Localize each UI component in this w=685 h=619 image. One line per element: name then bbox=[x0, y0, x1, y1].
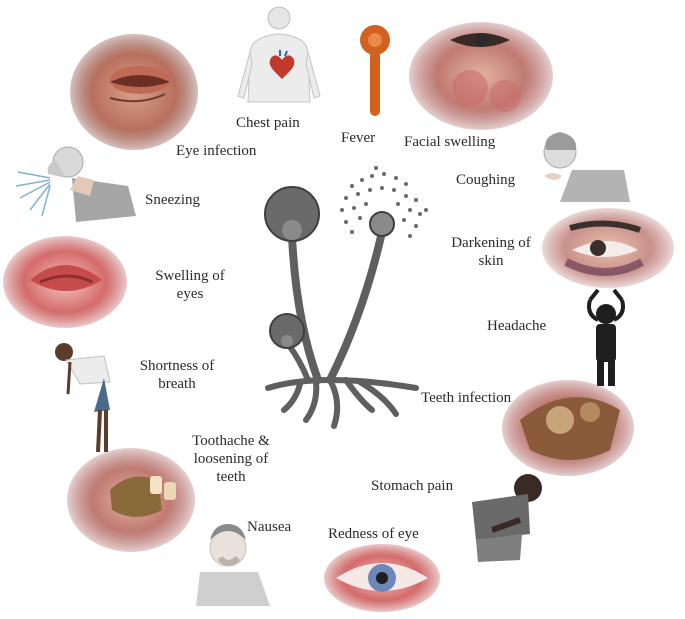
label-coughing: Coughing bbox=[456, 172, 516, 188]
red-eye-photo bbox=[324, 544, 440, 612]
label-toothache-line3: teeth bbox=[216, 469, 246, 485]
bent-over-person-icon bbox=[55, 343, 111, 453]
label-fever: Fever bbox=[341, 130, 376, 146]
label-headache: Headache bbox=[487, 318, 547, 334]
torso-heart-icon bbox=[237, 6, 321, 103]
label-sneezing: Sneezing bbox=[145, 192, 200, 208]
label-darkening-of-skin-line2: skin bbox=[478, 253, 504, 269]
label-darkening-of-skin-line1: Darkening of bbox=[451, 235, 531, 251]
mold-fungus-illustration bbox=[264, 166, 428, 429]
label-darkening-of-skin: Darkening of skin bbox=[444, 234, 538, 270]
loose-teeth-photo bbox=[67, 448, 195, 552]
swollen-eye-photo bbox=[70, 34, 198, 150]
label-swelling-of-eyes-line1: Swelling of bbox=[155, 268, 225, 284]
sneezing-person-icon bbox=[15, 146, 136, 222]
infected-teeth-photo bbox=[502, 380, 634, 476]
thermometer-icon bbox=[360, 25, 390, 116]
coughing-person-icon bbox=[543, 132, 630, 202]
label-nausea: Nausea bbox=[247, 519, 292, 535]
darkened-eye-photo bbox=[542, 208, 674, 288]
label-stomach-pain: Stomach pain bbox=[371, 478, 454, 494]
label-facial-swelling: Facial swelling bbox=[404, 134, 496, 150]
label-toothache: Toothache & loosening of teeth bbox=[184, 432, 278, 486]
stomach-pain-person-icon bbox=[472, 474, 542, 562]
label-shortness-of-breath: Shortness of breath bbox=[132, 357, 222, 393]
label-chest-pain: Chest pain bbox=[236, 115, 300, 131]
swollen-eyelid-photo bbox=[3, 236, 127, 328]
label-shortness-of-breath-line2: breath bbox=[158, 376, 196, 392]
label-swelling-of-eyes: Swelling of eyes bbox=[146, 267, 234, 303]
facial-swelling-photo bbox=[409, 22, 553, 130]
label-eye-infection: Eye infection bbox=[176, 143, 257, 159]
label-redness-of-eye: Redness of eye bbox=[328, 526, 419, 542]
label-swelling-of-eyes-line2: eyes bbox=[176, 286, 204, 302]
label-shortness-of-breath-line1: Shortness of bbox=[139, 358, 215, 374]
headache-person-icon bbox=[587, 288, 625, 386]
label-toothache-line1: Toothache & bbox=[192, 433, 270, 449]
label-toothache-line2: loosening of bbox=[193, 451, 269, 467]
nauseous-person-icon bbox=[196, 524, 270, 606]
label-teeth-infection: Teeth infection bbox=[421, 390, 512, 406]
